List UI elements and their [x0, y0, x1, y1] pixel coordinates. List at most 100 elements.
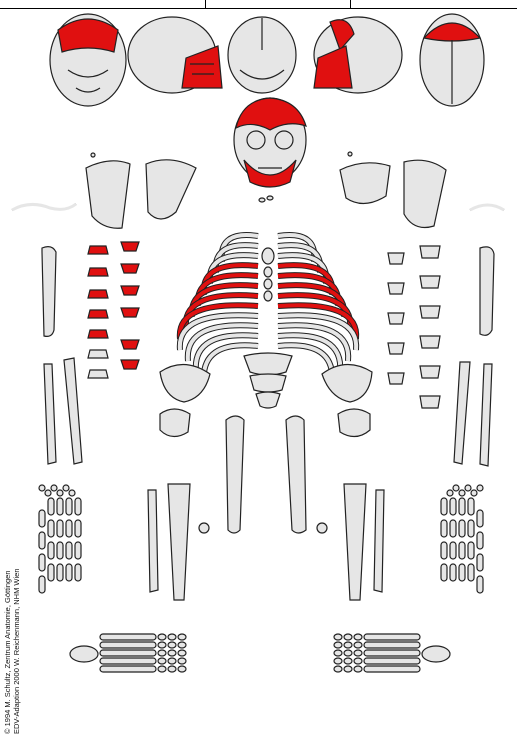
scapula-right: [340, 160, 446, 227]
humerus-left: [42, 247, 56, 337]
carpal: [459, 490, 465, 496]
carpal: [63, 485, 69, 491]
phalanx: [477, 554, 483, 571]
toe-bone: [178, 650, 186, 656]
toe-bone: [344, 666, 352, 672]
phalanx: [450, 542, 456, 559]
toe-bone: [168, 642, 176, 648]
femur-left: [226, 416, 244, 533]
toe-bone: [168, 658, 176, 664]
credit-line-1: © 1994 M. Schultz, Zentrum Anatomie, Göt…: [3, 434, 12, 734]
carpal: [477, 485, 483, 491]
phalanx: [459, 564, 465, 581]
skull-lateral-right: [128, 17, 222, 93]
metatarsal: [100, 666, 156, 672]
phalanx: [57, 520, 63, 537]
phalanx: [468, 564, 474, 581]
metatarsal: [364, 650, 420, 656]
skull-anterior-center: [234, 98, 306, 187]
phalanx: [75, 542, 81, 559]
phalanx: [39, 576, 45, 593]
toe-bone: [168, 634, 176, 640]
carpal: [453, 485, 459, 491]
toe-bone: [334, 666, 342, 672]
toe-bone: [354, 634, 362, 640]
calcaneus: [422, 646, 450, 662]
phalanx: [441, 542, 447, 559]
phalanx: [48, 542, 54, 559]
phalanx: [39, 510, 45, 527]
toe-bone: [158, 650, 166, 656]
hand-left: [39, 485, 81, 593]
phalanx: [57, 498, 63, 515]
femur-right: [286, 416, 306, 533]
vertebrae-lumbar: [388, 246, 440, 408]
phalanx: [477, 576, 483, 593]
scapula-left: [86, 160, 196, 228]
carpal: [39, 485, 45, 491]
toe-bone: [354, 642, 362, 648]
carpal: [51, 485, 57, 491]
metatarsal: [100, 642, 156, 648]
toe-bone: [178, 658, 186, 664]
phalanx: [477, 532, 483, 549]
metatarsal: [100, 650, 156, 656]
metatarsal: [364, 666, 420, 672]
phalanx: [468, 542, 474, 559]
phalanx: [57, 564, 63, 581]
phalanx: [39, 554, 45, 571]
toe-bone: [158, 642, 166, 648]
tibia-fibula-left: [148, 484, 190, 600]
toe-bone: [178, 634, 186, 640]
clavicle-left: [12, 204, 76, 210]
sternum: [262, 248, 274, 301]
phalanx: [75, 498, 81, 515]
carpal: [465, 485, 471, 491]
toe-bone: [158, 658, 166, 664]
foot-left: [70, 634, 186, 672]
toe-bone: [168, 650, 176, 656]
skull-top-view: [420, 14, 484, 106]
phalanx: [66, 498, 72, 515]
phalanx: [450, 520, 456, 537]
foot-right: [334, 634, 450, 672]
toe-bone: [354, 650, 362, 656]
phalanx: [459, 520, 465, 537]
calcaneus: [70, 646, 98, 662]
phalanx: [459, 542, 465, 559]
phalanx: [441, 564, 447, 581]
toe-bone: [334, 642, 342, 648]
phalanx: [39, 532, 45, 549]
phalanx: [450, 498, 456, 515]
metatarsal: [364, 642, 420, 648]
toe-bone: [344, 650, 352, 656]
toe-bone: [344, 642, 352, 648]
metatarsal: [364, 658, 420, 664]
toe-bone: [344, 634, 352, 640]
skull-frontal-view: [228, 17, 296, 93]
sternum-pieces: [91, 152, 352, 202]
phalanx: [57, 542, 63, 559]
clavicle-right: [470, 205, 504, 210]
hand-right: [441, 485, 483, 593]
toe-bone: [334, 634, 342, 640]
patella: [199, 523, 327, 533]
toe-bone: [334, 658, 342, 664]
ilium-right: [322, 364, 372, 436]
carpal: [57, 490, 63, 496]
phalanx: [468, 520, 474, 537]
phalanx: [48, 520, 54, 537]
toe-bone: [158, 634, 166, 640]
skeleton-diagram: [0, 0, 517, 689]
toe-bone: [334, 650, 342, 656]
phalanx: [48, 564, 54, 581]
phalanx: [75, 564, 81, 581]
phalanx: [459, 498, 465, 515]
phalanx: [66, 542, 72, 559]
tibia-fibula-right: [344, 484, 384, 600]
forearm-right: [454, 362, 492, 466]
toe-bone: [178, 642, 186, 648]
carpal: [447, 490, 453, 496]
toe-bone: [354, 666, 362, 672]
carpal: [45, 490, 51, 496]
